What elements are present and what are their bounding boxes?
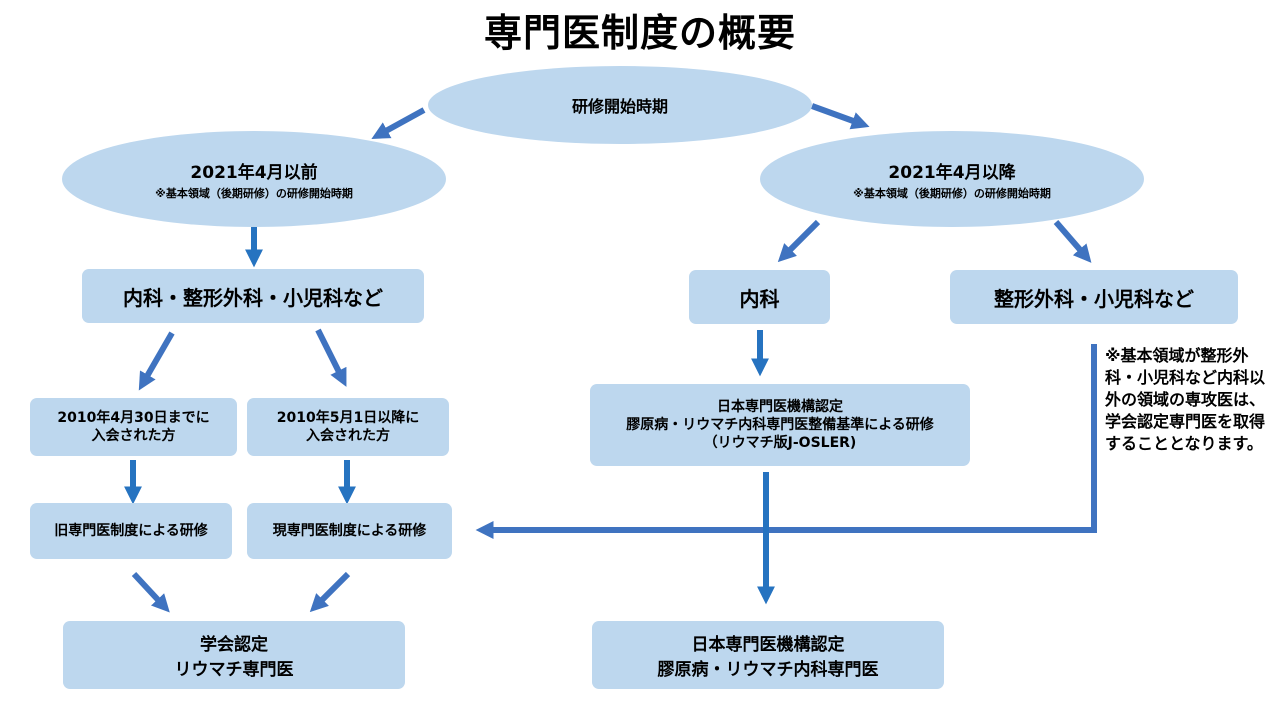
node-before-label: 2021年4月以前 [190,162,318,183]
node-joined-after-line1: 2010年5月1日以降に [276,410,420,426]
node-before-2021: 2021年4月以前 ※基本領域（後期研修）の研修開始時期 [62,131,446,227]
node-new-training: 現専門医制度による研修 [247,503,452,559]
arrow-start-to-before [371,107,426,139]
node-before-note: ※基本領域（後期研修）の研修開始時期 [155,186,353,200]
node-society-cert-line2: リウマチ専門医 [174,660,294,680]
arrow-fields-to-joined-after [315,328,347,387]
node-start-label: 研修開始時期 [571,97,668,116]
arrow-start-to-after [810,103,870,130]
node-jmsb-cert: 日本専門医機構認定 膠原病・リウマチ内科専門医 [592,621,944,689]
node-jmsb-cert-line2: 膠原病・リウマチ内科専門医 [657,660,879,680]
node-new-training-label: 現専門医制度による研修 [272,523,427,539]
node-after-label: 2021年4月以降 [888,162,1016,183]
node-start: 研修開始時期 [428,66,812,144]
node-after-other: 整形外科・小児科など [950,270,1238,324]
node-after-internal-label: 内科 [739,286,780,311]
node-jmsb-training: 日本専門医機構認定 膠原病・リウマチ内科専門医整備基準による研修 （リウマチ版J… [590,384,970,466]
node-joined-after: 2010年5月1日以降に 入会された方 [247,398,449,456]
node-old-training-label: 旧専門医制度による研修 [54,523,208,539]
node-jmsb-cert-line1: 日本専門医機構認定 [691,635,845,655]
node-after-internal: 内科 [689,270,830,324]
arrow-fields-to-joined-before [138,331,175,391]
node-before-fields: 内科・整形外科・小児科など [82,269,424,323]
arrow-side-to-new-training [475,344,1097,539]
side-note: ※基本領域が整形外科・小児科など内科以外の領域の専攻医は、学会認定専門医を取得す… [1105,346,1266,453]
node-society-cert: 学会認定 リウマチ専門医 [63,621,405,689]
node-jmsb-training-line2: 膠原病・リウマチ内科専門医整備基準による研修 [626,417,934,433]
node-after-other-label: 整形外科・小児科など [994,286,1194,311]
arrow-old-to-society [131,571,170,613]
arrow-after-to-other [1053,220,1092,263]
arrow-after-to-internal [777,219,821,263]
node-after-note: ※基本領域（後期研修）の研修開始時期 [853,186,1051,200]
node-joined-before: 2010年4月30日までに 入会された方 [30,398,237,456]
node-joined-before-line2: 入会された方 [91,428,176,444]
node-joined-before-line1: 2010年4月30日までに [57,410,210,426]
page-title: 専門医制度の概要 [483,11,796,55]
node-jmsb-training-line3: （リウマチ版J-OSLER) [703,435,857,451]
node-joined-after-line2: 入会された方 [306,428,390,444]
node-before-fields-label: 内科・整形外科・小児科など [123,285,383,310]
node-after-2021: 2021年4月以降 ※基本領域（後期研修）の研修開始時期 [760,131,1144,227]
node-society-cert-line1: 学会認定 [200,635,268,655]
node-old-training: 旧専門医制度による研修 [30,503,232,559]
arrow-new-to-society [309,571,351,613]
node-jmsb-training-line1: 日本専門医機構認定 [717,399,843,415]
